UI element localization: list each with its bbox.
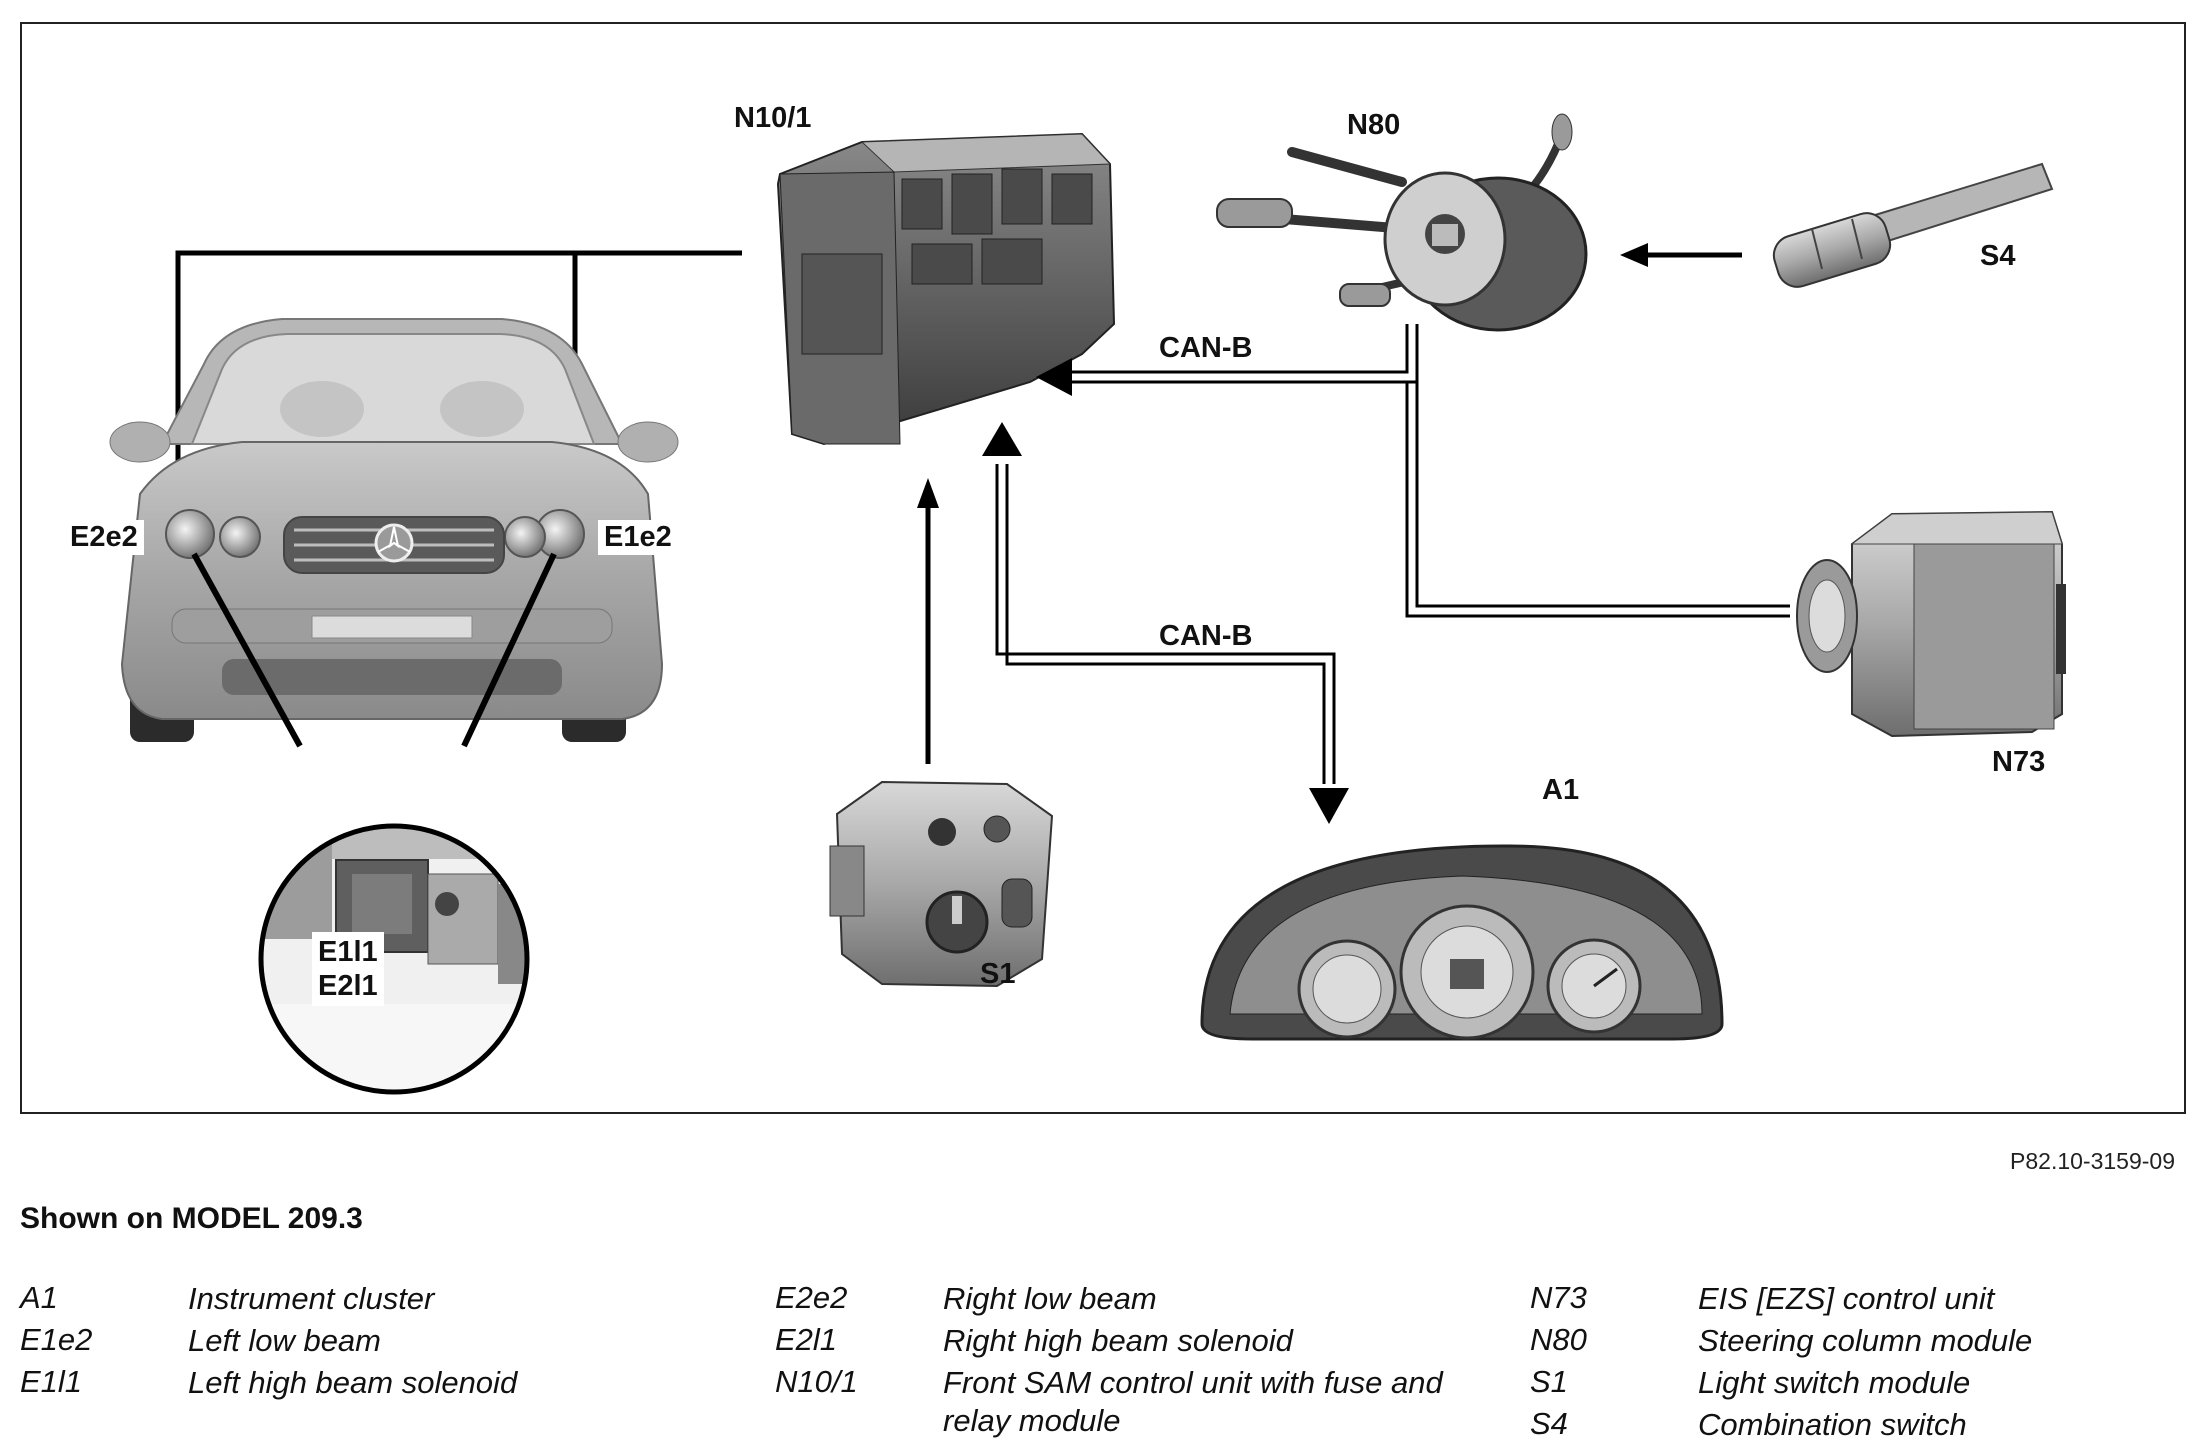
can-b-arrow-up-to-n10-1 — [982, 422, 1022, 456]
legend-code: E1e2 — [20, 1322, 93, 1357]
legend-code: N10/1 — [775, 1364, 858, 1399]
combination-switch-image — [1772, 162, 2054, 288]
legend-code: S4 — [1530, 1406, 1568, 1441]
legend-row: E2e2 Right low beam — [775, 1280, 1475, 1322]
legend-desc: Front SAM control unit with fuse and rel… — [943, 1365, 1443, 1438]
legend-column-3: N73 EIS [EZS] control unit N80 Steering … — [1530, 1280, 2190, 1448]
legend-desc: Left low beam — [188, 1323, 381, 1358]
legend-row: N73 EIS [EZS] control unit — [1530, 1280, 2190, 1322]
can-b-arrow-to-a1 — [1309, 788, 1349, 824]
label-e1l1: E1l1 — [318, 936, 378, 968]
label-can-b-top: CAN-B — [1159, 332, 1253, 364]
legend-code: E2l1 — [775, 1322, 838, 1357]
legend-desc: Steering column module — [1698, 1323, 2033, 1358]
legend-code: S1 — [1530, 1364, 1568, 1399]
label-e2e2: E2e2 — [64, 520, 144, 555]
instrument-cluster-image — [1200, 844, 1724, 1041]
label-n10-1: N10/1 — [734, 102, 812, 134]
label-a1: A1 — [1542, 774, 1580, 806]
legend-row: E1e2 Left low beam — [20, 1322, 740, 1364]
label-n80: N80 — [1347, 109, 1401, 141]
light-switch-module-image — [829, 780, 1054, 988]
wiring-diagram-frame: N10/1 N80 S4 CAN-B E2e2 E1e2 CAN-B N73 A… — [20, 22, 2186, 1114]
figure-id: P82.10-3159-09 — [2010, 1148, 2175, 1174]
legend-desc: Right high beam solenoid — [943, 1323, 1293, 1358]
legend-desc: Combination switch — [1698, 1407, 1967, 1442]
label-n73: N73 — [1992, 746, 2046, 778]
legend-desc: Instrument cluster — [188, 1281, 435, 1316]
label-e1e2: E1e2 — [598, 520, 678, 555]
label-s1: S1 — [980, 958, 1016, 990]
legend-desc: Left high beam solenoid — [188, 1365, 518, 1400]
legend-code: E2e2 — [775, 1280, 848, 1315]
eis-control-unit-image — [1796, 510, 2066, 738]
legend-row: S4 Combination switch — [1530, 1406, 2190, 1448]
s1-to-n10-1-arrow — [917, 478, 939, 764]
can-b-arrow-to-n10-1 — [1036, 358, 1072, 396]
label-e2l1: E2l1 — [318, 970, 378, 1003]
legend-column-2: E2e2 Right low beam E2l1 Right high beam… — [775, 1280, 1475, 1438]
model-note: Shown on MODEL 209.3 — [20, 1202, 363, 1235]
legend-desc: Right low beam — [943, 1281, 1157, 1316]
label-can-b-bottom: CAN-B — [1159, 620, 1253, 652]
label-e1l1-e2l1: E1l1 E2l1 — [312, 932, 384, 1007]
can-b-bus — [995, 324, 1790, 784]
vehicle-front-view — [109, 318, 679, 742]
steering-column-module-image — [1216, 113, 1588, 332]
legend-row: S1 Light switch module — [1530, 1364, 2190, 1406]
legend-row: N10/1 Front SAM control unit with fuse a… — [775, 1364, 1475, 1438]
legend-row: E1l1 Left high beam solenoid — [20, 1364, 740, 1406]
front-sam-module-image — [776, 132, 1116, 446]
legend-desc: EIS [EZS] control unit — [1698, 1281, 1995, 1316]
legend-code: N80 — [1530, 1322, 1587, 1357]
s4-to-n80-arrow — [1620, 243, 1742, 267]
legend-row: E2l1 Right high beam solenoid — [775, 1322, 1475, 1364]
legend-code: E1l1 — [20, 1364, 83, 1399]
legend-code: N73 — [1530, 1280, 1587, 1315]
legend-row: N80 Steering column module — [1530, 1322, 2190, 1364]
legend-code: A1 — [20, 1280, 58, 1315]
label-s4: S4 — [1980, 240, 2016, 272]
legend-row: A1 Instrument cluster — [20, 1280, 740, 1322]
legend-desc: Light switch module — [1698, 1365, 1971, 1400]
legend-column-1: A1 Instrument cluster E1e2 Left low beam… — [20, 1280, 740, 1406]
